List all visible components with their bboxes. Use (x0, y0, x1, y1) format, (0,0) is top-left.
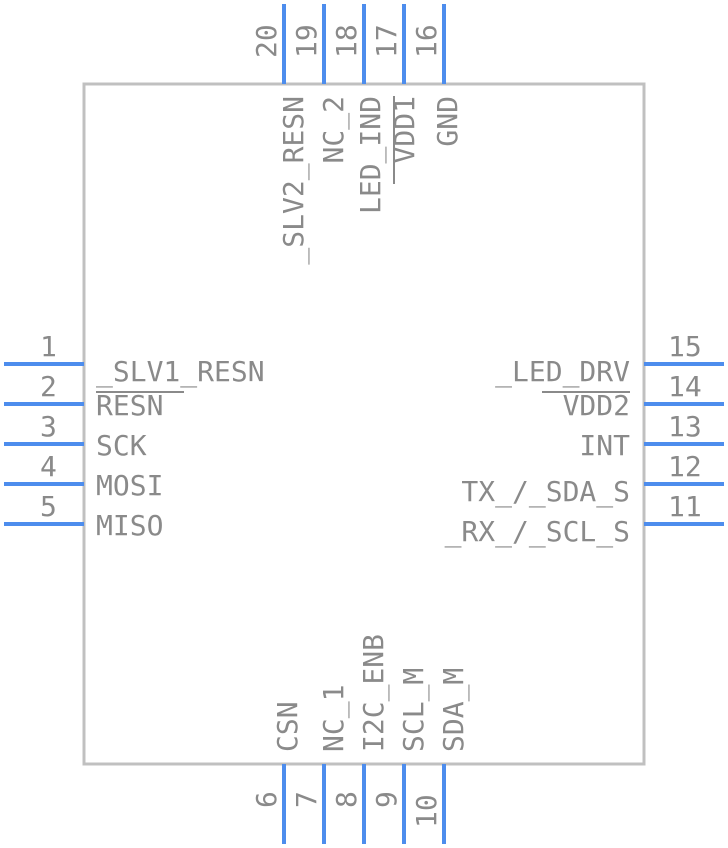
pin-number-18: 18 (330, 24, 363, 58)
pin-label-14: VDD2 (563, 389, 630, 422)
pin-label-20: _SLV2_RESN (277, 96, 311, 265)
top-pins: 20 19 18 17 16 _SLV2_RESN NC_2 LED_IND V… (250, 4, 464, 265)
pin-number-10: 10 (410, 794, 443, 828)
pin-label-17: VDD1 (388, 96, 421, 163)
pin-label-11: _RX_/_SCL_S (445, 515, 630, 549)
pin-number-13: 13 (668, 410, 702, 443)
pin-label-9: SCL_M (397, 668, 431, 752)
right-pins: 15 14 13 12 11 _LED_DRV VDD2 INT TX_/_SD… (445, 330, 724, 549)
pin-number-7: 7 (290, 791, 323, 808)
pin-label-3: SCK (96, 429, 147, 462)
pin-label-12: TX_/_SDA_S (461, 475, 630, 509)
pin-number-2: 2 (40, 370, 57, 403)
pin-number-17: 17 (370, 24, 403, 58)
pin-label-15: _LED_DRV (495, 355, 630, 389)
pin-label-1: _SLV1_RESN (96, 355, 265, 389)
pin-label-8: I2C_ENB (357, 634, 391, 752)
bottom-pins: 6 7 8 9 10 CSN NC_1 I2C_ENB SCL_M SDA_M (250, 634, 471, 844)
pin-number-9: 9 (370, 791, 403, 808)
pin-label-7: NC_1 (317, 685, 351, 752)
pin-number-12: 12 (668, 450, 702, 483)
pin-label-19: NC_2 (317, 96, 351, 163)
pin-number-3: 3 (40, 410, 57, 443)
pin-label-5: MISO (96, 509, 163, 542)
pin-number-8: 8 (330, 791, 363, 808)
pin-number-14: 14 (668, 370, 702, 403)
pin-label-2: RESN (96, 389, 163, 422)
pin-label-18: LED_IND (354, 96, 388, 214)
pin-number-11: 11 (668, 490, 702, 523)
pin-number-6: 6 (250, 791, 283, 808)
pin-number-19: 19 (290, 24, 323, 58)
pin-label-13: INT (579, 429, 630, 462)
pin-label-4: MOSI (96, 469, 163, 502)
pin-label-10: SDA_M (437, 668, 471, 752)
ic-body (82, 82, 646, 766)
pin-number-16: 16 (410, 24, 443, 58)
pin-label-6: CSN (271, 701, 304, 752)
pin-number-1: 1 (40, 330, 57, 363)
left-pins: 1 2 3 4 5 _SLV1_RESN RESN SCK MOSI MISO (4, 330, 265, 542)
pin-number-15: 15 (668, 330, 702, 363)
pin-label-16: GND (431, 96, 464, 147)
pin-number-20: 20 (250, 24, 283, 58)
pin-number-4: 4 (40, 450, 57, 483)
pin-number-5: 5 (40, 490, 57, 523)
